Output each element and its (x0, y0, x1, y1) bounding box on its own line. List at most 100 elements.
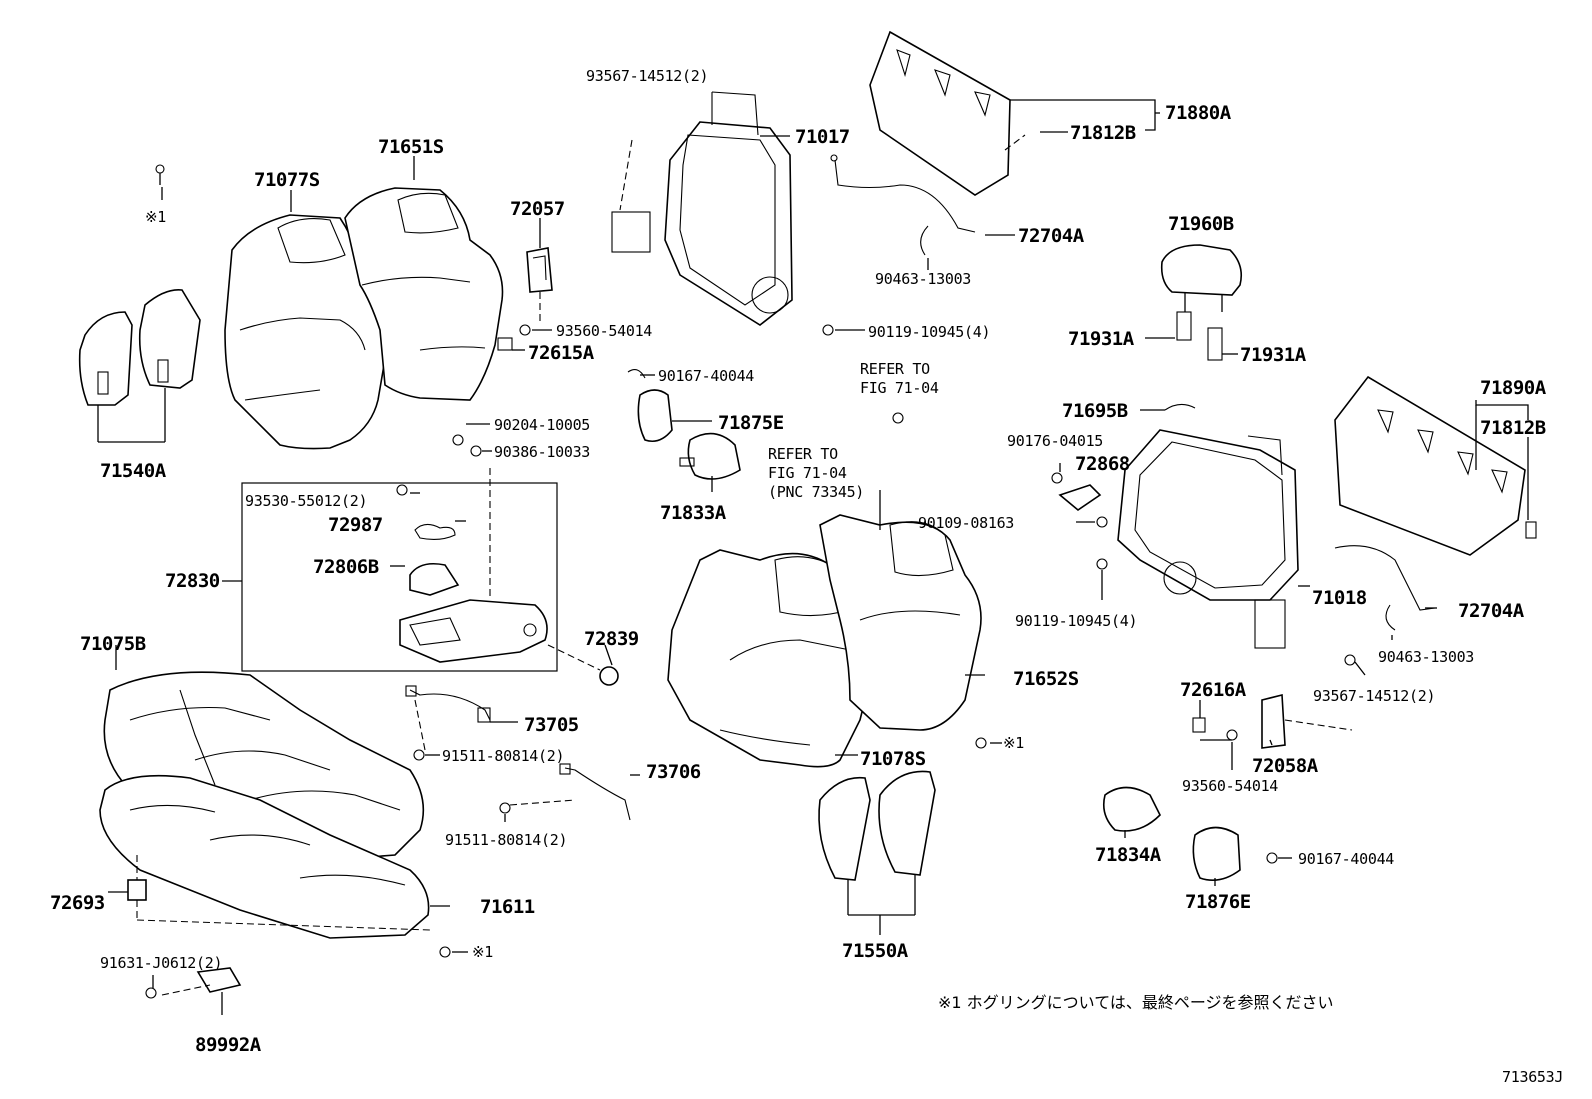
label-71833A: 71833A (660, 502, 727, 524)
bracket-72057 (526, 247, 553, 322)
label-90109: 90109-08163 (918, 514, 1014, 532)
label-72616A: 72616A (1180, 679, 1247, 701)
label-71611: 71611 (480, 896, 535, 918)
back-board-71880A (869, 30, 1026, 196)
clip-72693 (127, 855, 431, 931)
label-90119-right: 90119-10945(4) (1015, 612, 1137, 630)
label-refer2-line1: REFER TO (768, 445, 838, 463)
label-refer2-line2: FIG 71-04 (768, 464, 847, 482)
hog-ring-icon (439, 737, 987, 958)
label-72704A-top: 72704A (1018, 225, 1085, 247)
label-93530: 93530-55012(2) (245, 492, 367, 510)
part-71695B (1164, 403, 1196, 411)
hog-ring-mark-top: ※1 (145, 208, 166, 226)
hog-ring-icon (155, 164, 165, 185)
label-72058A: 72058A (1252, 755, 1319, 777)
cover-71834A (1102, 786, 1161, 832)
clip-72616A (1192, 717, 1206, 733)
label-72693: 72693 (50, 892, 105, 914)
label-71018: 71018 (1312, 587, 1367, 609)
label-72615A: 72615A (528, 342, 595, 364)
label-93567-right: 93567-14512(2) (1313, 687, 1435, 705)
label-71876E: 71876E (1185, 891, 1251, 913)
side-trim-71540A (78, 288, 201, 443)
label-93560-top: 93560-54014 (556, 322, 652, 340)
label-90386: 90386-10033 (494, 443, 590, 461)
label-73705: 73705 (524, 714, 579, 736)
cable-72704A-lower (1334, 545, 1436, 631)
label-90176: 90176-04015 (1007, 432, 1103, 450)
hog-ring-mark-center: ※1 (1003, 734, 1024, 752)
label-71890A: 71890A (1480, 377, 1547, 399)
label-91511-top: 91511-80814(2) (442, 747, 564, 765)
label-71550A: 71550A (842, 940, 909, 962)
label-refer1-line2: FIG 71-04 (860, 379, 939, 397)
seat-cushion-pad-71611 (99, 774, 430, 939)
label-90119-top: 90119-10945(4) (868, 323, 990, 341)
label-71812B-top: 71812B (1070, 122, 1136, 144)
label-93567-top: 93567-14512(2) (586, 67, 708, 85)
label-91511-bottom: 91511-80814(2) (445, 831, 567, 849)
label-72987: 72987 (328, 514, 383, 536)
label-71834A: 71834A (1095, 844, 1162, 866)
seatback-center-71652S (819, 490, 982, 731)
seat-cushion-cover-71075B (103, 671, 425, 861)
label-72868: 72868 (1075, 453, 1130, 475)
label-90204: 90204-10005 (494, 416, 590, 434)
hog-ring-mark-bottom: ※1 (472, 943, 493, 961)
seatback-frame-71017 (611, 91, 793, 326)
label-71960B: 71960B (1168, 213, 1234, 235)
bracket-72058A (1261, 693, 1353, 749)
label-72057: 72057 (510, 198, 565, 220)
cover-71833A (679, 432, 741, 480)
label-72704A-right: 72704A (1458, 600, 1525, 622)
seatback-cover-71077S (224, 214, 392, 450)
label-72839: 72839 (584, 628, 639, 650)
label-71652S: 71652S (1013, 668, 1079, 690)
part-89992A (161, 967, 242, 996)
label-71540A: 71540A (100, 460, 167, 482)
cable-72704A-upper (830, 154, 976, 256)
back-board-71890A (1334, 375, 1537, 556)
footnote: ※1 ホグリングについては、最終ページを参照ください (938, 993, 1334, 1012)
label-73706: 73706 (646, 761, 701, 783)
label-89992A: 89992A (195, 1034, 262, 1056)
label-71875E: 71875E (718, 412, 784, 434)
armrest-72830 (399, 468, 548, 663)
label-90463-right: 90463-13003 (1378, 648, 1474, 666)
label-72806B: 72806B (313, 556, 379, 578)
bolt-icon (145, 324, 1356, 999)
label-71812B-right: 71812B (1480, 417, 1546, 439)
label-93560-right: 93560-54014 (1182, 777, 1278, 795)
label-71077S: 71077S (254, 169, 320, 191)
side-trim-71550A (818, 770, 936, 916)
label-72830: 72830 (165, 570, 220, 592)
armrest-group-frame (222, 482, 558, 672)
label-71695B: 71695B (1062, 400, 1128, 422)
headrest-71960B (1160, 244, 1243, 361)
diagram-code: 713653J (1502, 1068, 1563, 1086)
cap-72839 (547, 644, 619, 686)
clip-72615A (497, 337, 513, 351)
label-refer1-line1: REFER TO (860, 360, 930, 378)
seatback-frame-71018 (1117, 429, 1299, 649)
label-71931A-right: 71931A (1240, 344, 1307, 366)
rod-73705 (405, 685, 491, 751)
label-71017: 71017 (795, 126, 850, 148)
cover-71876E (1192, 826, 1241, 881)
label-90167-top: 90167-40044 (658, 367, 754, 385)
label-refer2-line3: (PNC 73345) (768, 483, 864, 501)
part-labels: 71651S 71077S 72057 93567-14512(2) 71017… (50, 67, 1563, 1086)
plate-72868 (1058, 484, 1102, 512)
rod-73706 (509, 763, 631, 821)
label-71075B: 71075B (80, 633, 146, 655)
label-71651S: 71651S (378, 136, 444, 158)
label-90167-right: 90167-40044 (1298, 850, 1394, 868)
label-91631: 91631-J0612(2) (100, 954, 222, 972)
label-71931A-left: 71931A (1068, 328, 1135, 350)
leader-lines (108, 99, 1529, 1015)
seatback-pad-71651S (344, 187, 504, 401)
label-71880A: 71880A (1165, 102, 1232, 124)
label-90463-top: 90463-13003 (875, 270, 971, 288)
